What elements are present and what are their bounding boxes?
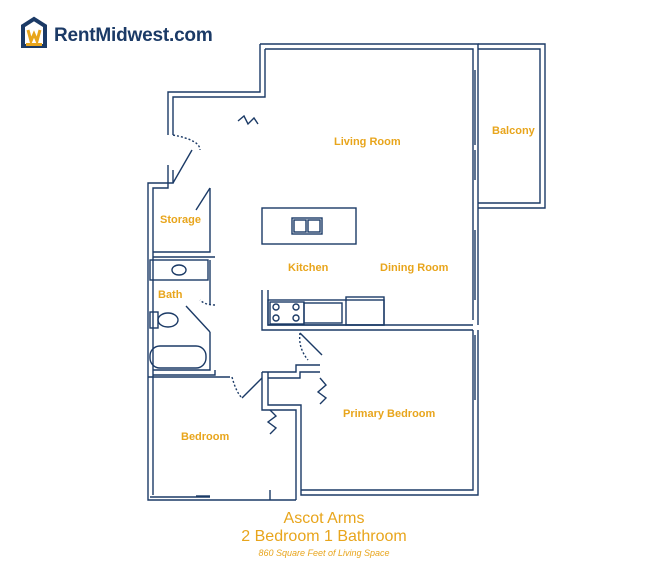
label-living-room: Living Room <box>334 136 401 148</box>
wall-entry <box>167 44 261 135</box>
label-primary-bedroom: Primary Bedroom <box>343 408 436 420</box>
bath-toilet-tank <box>149 311 159 329</box>
brand-logo[interactable]: RentMidwest.com <box>20 16 213 55</box>
label-dining-room: Dining Room <box>380 262 449 274</box>
kitchen-island <box>261 207 357 245</box>
property-name: Ascot Arms <box>283 510 365 527</box>
wall-outer-top <box>260 43 479 325</box>
house-w-icon <box>20 16 48 55</box>
unit-type: 2 Bedroom 1 Bathroom <box>241 528 407 545</box>
balcony-outline <box>478 43 546 209</box>
label-kitchen: Kitchen <box>288 262 329 274</box>
brand-name: RentMidwest.com <box>54 24 213 46</box>
label-bedroom: Bedroom <box>181 431 230 443</box>
label-balcony: Balcony <box>492 125 535 137</box>
wall-left <box>147 170 296 501</box>
bath-sink <box>149 259 209 281</box>
label-bath: Bath <box>158 289 183 301</box>
label-storage: Storage <box>160 214 201 226</box>
kitchen-counter <box>267 299 385 326</box>
unit-area: 860 Square Feet of Living Space <box>258 548 390 558</box>
bath-tub <box>149 345 207 369</box>
